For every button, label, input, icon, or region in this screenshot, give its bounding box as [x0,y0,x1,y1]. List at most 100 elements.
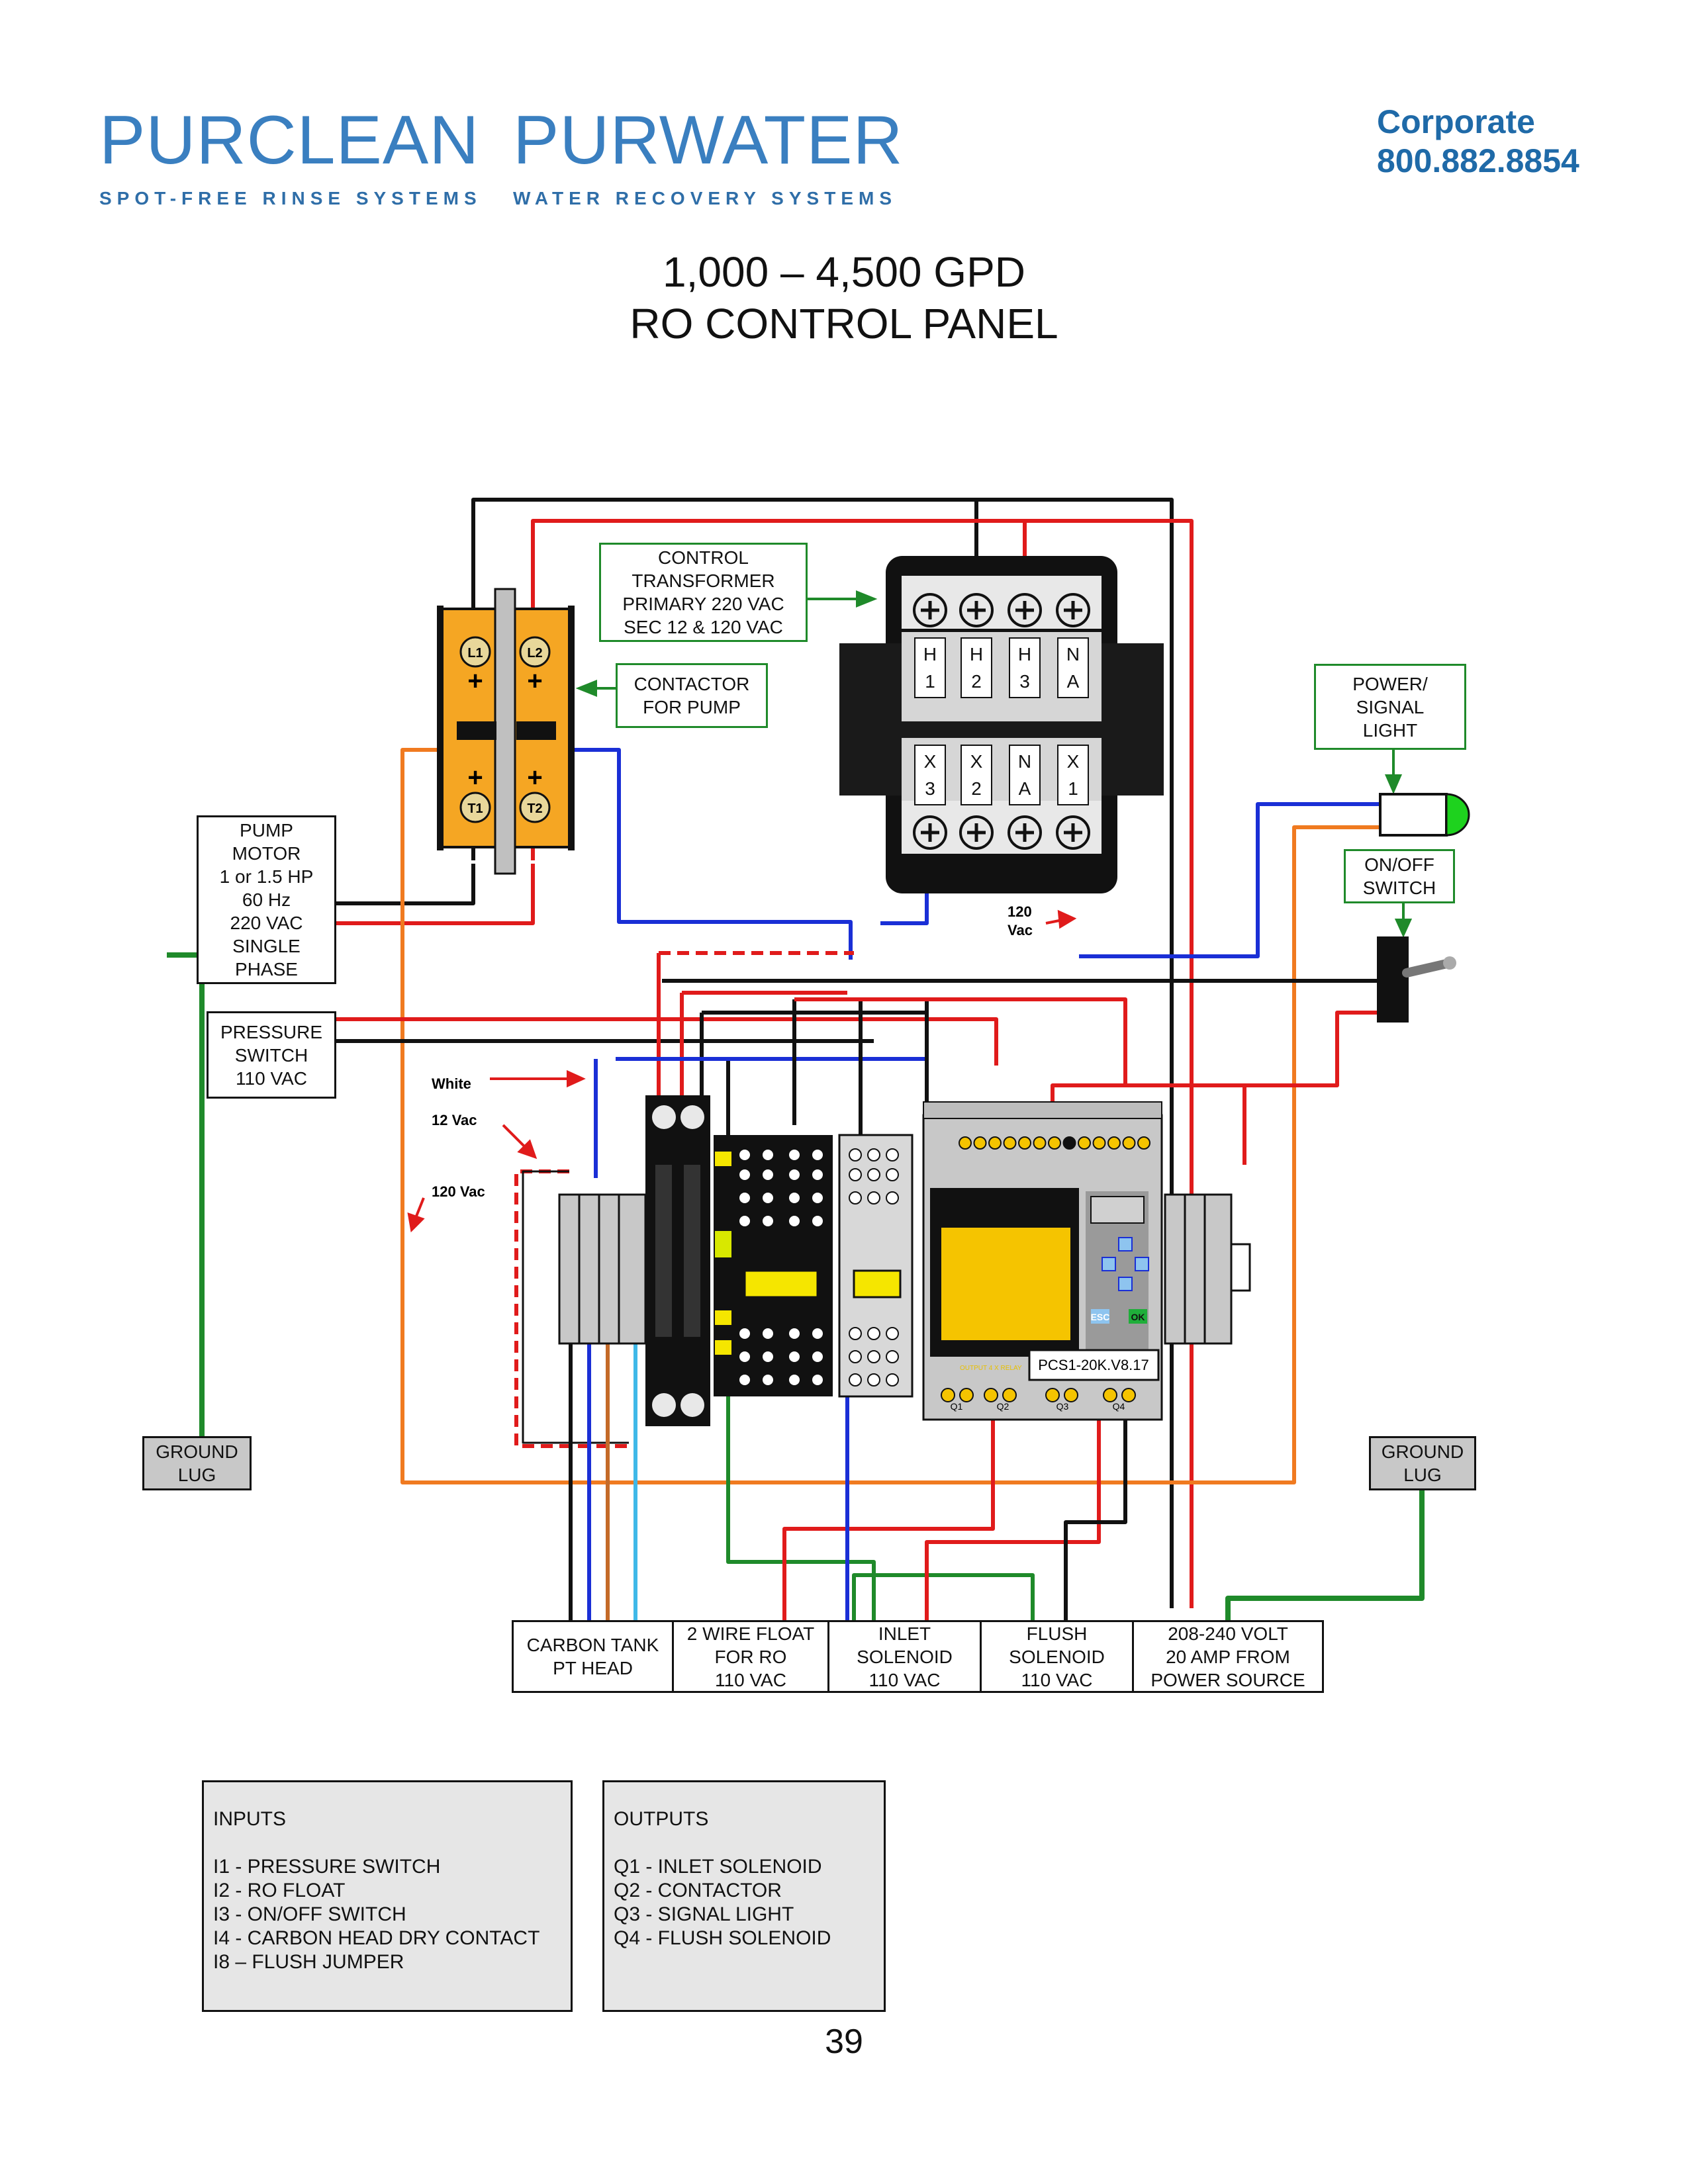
contactor-terminal-t2: T2 [527,801,542,816]
label-text: ON/OFF [1364,854,1434,875]
red-wire [1205,1083,1246,1165]
title-line2: RO CONTROL PANEL [630,300,1058,348]
label-float: 2 WIRE FLOAT FOR RO 110 VAC [672,1620,829,1693]
plc-input-terminal [988,1136,1002,1150]
relay-terminal [867,1168,880,1181]
input-item: I3 - ON/OFF SWITCH [213,1903,406,1925]
purwater-brand-name: PURWATER [513,102,904,179]
input-item: I2 - RO FLOAT [213,1880,346,1901]
plc-output-terminal [1103,1388,1117,1402]
plc-input-terminal [1003,1136,1017,1150]
label-text: PUMP [240,820,293,841]
screw-terminal [1056,815,1090,850]
relay-terminal [763,1328,773,1339]
label-flush-solenoid: FLUSH SOLENOID 110 VAC [980,1620,1134,1693]
green-wire [726,1390,876,1621]
plc-module-caption: OUTPUT 4 X RELAY [960,1365,1022,1372]
relay-terminal [789,1328,800,1339]
relay-terminal [867,1350,880,1363]
label-text: PHASE [235,959,298,979]
relay-terminal [812,1216,823,1226]
relay-terminal [739,1193,750,1203]
relay-black [714,1135,833,1396]
purclean-brand-name: PURCLEAN [99,102,480,179]
terminal-blocks-right [1164,1193,1251,1345]
label-text: SEC 12 & 120 VAC [624,617,783,637]
page-title: 1,000 – 4,500 GPD RO CONTROL PANEL [381,246,1307,349]
plc-output-labels: Q1 Q2 Q3 Q4 [951,1401,1125,1412]
label-pump-motor: PUMP MOTOR 1 or 1.5 HP 60 Hz 220 VAC SIN… [197,815,336,984]
label-text: LIGHT [1362,719,1418,741]
annotation-white: White [432,1075,471,1092]
connection-labels-row: CARBON TANK PT HEAD 2 WIRE FLOAT FOR RO … [512,1620,1324,1693]
relay-terminal [886,1148,899,1161]
relay-terminal [739,1351,750,1362]
label-ground-lug-right: GROUND LUG [1369,1436,1476,1490]
label-text: SWITCH [1362,878,1436,898]
fuse-holders [645,1095,710,1426]
purwater-tagline: WATER RECOVERY SYSTEMS [513,188,897,208]
relay-terminal [739,1216,750,1226]
control-transformer [839,556,1164,893]
input-item: I1 - PRESSURE SWITCH [213,1856,441,1878]
plc-output-q3: Q3 [1056,1401,1069,1412]
label-text: FOR RO [714,1646,787,1667]
label-text: SIGNAL [1356,696,1425,717]
plc-input-terminal [1018,1136,1031,1150]
output-item: Q1 - INLET SOLENOID [614,1856,822,1878]
input-item: I4 - CARBON HEAD DRY CONTACT [213,1927,540,1949]
label-text: 1 or 1.5 HP [219,866,314,887]
green-wire [852,1573,1035,1621]
relay-terminal [812,1328,823,1339]
label-text: POWER/ [1352,673,1428,694]
label-text: SOLENOID [1009,1646,1105,1667]
transformer-secondary-terminal: N A [1009,745,1041,805]
relay-terminal [789,1169,800,1180]
output-item: Q3 - SIGNAL LIGHT [614,1903,794,1925]
plc-input-terminal [1092,1136,1106,1150]
relay-terminal [812,1150,823,1160]
plc-output-terminal [1064,1388,1078,1402]
label-text: CARBON TANK [526,1635,659,1655]
transformer-secondary-terminal: X 1 [1057,745,1089,805]
blue-wire [594,1057,927,1178]
relay-terminal [849,1148,862,1161]
label-text: 110 VAC [236,1068,307,1089]
input-item: I8 – FLUSH JUMPER [213,1951,404,1973]
contactor-terminal-t1: T1 [467,801,483,816]
relay-terminal-dots [739,1148,899,1387]
plc-output-q2: Q2 [997,1401,1009,1412]
terminal-blocks-left [558,1193,647,1345]
label-contactor: CONTACTOR FOR PUMP [616,663,768,728]
screw-terminal [1056,593,1090,627]
label-text: TRANSFORMER [632,570,775,591]
plc-output-terminal [1045,1388,1060,1402]
svg-text:+: + [467,666,483,696]
annotation-120-top: 120 [1008,903,1032,920]
label-ground-lug-left: GROUND LUG [142,1436,252,1490]
label-text: 110 VAC [1021,1669,1093,1690]
inputs-heading: INPUTS [213,1808,287,1830]
label-text: 208-240 VOLT [1168,1623,1288,1644]
relay-terminal [812,1193,823,1203]
label-text: LUG [177,1465,216,1485]
relay-terminal [763,1193,773,1203]
label-text: GROUND [1381,1441,1464,1462]
annotation-12vac: 12 Vac [432,1112,477,1128]
red-wire [794,997,1127,1085]
relay-terminal [867,1373,880,1387]
plc-ok-button: OK [1131,1312,1145,1322]
plc-input-terminal [1062,1136,1076,1150]
transformer-primary-terminal: N A [1057,637,1089,698]
relay-terminal [789,1193,800,1203]
relay-terminal [789,1375,800,1385]
label-text: CONTROL [658,547,749,568]
label-text: PT HEAD [553,1658,633,1678]
transformer-primary-terminal: H 1 [914,637,946,698]
plc-input-terminal [1137,1136,1150,1150]
green-wire [1225,1489,1425,1621]
corporate-contact: Corporate 800.882.8854 [1377,103,1579,181]
outputs-legend: OUTPUTS Q1 - INLET SOLENOID Q2 - CONTACT… [602,1780,886,2012]
relay-terminal [763,1169,773,1180]
output-item: Q2 - CONTACTOR [614,1880,782,1901]
